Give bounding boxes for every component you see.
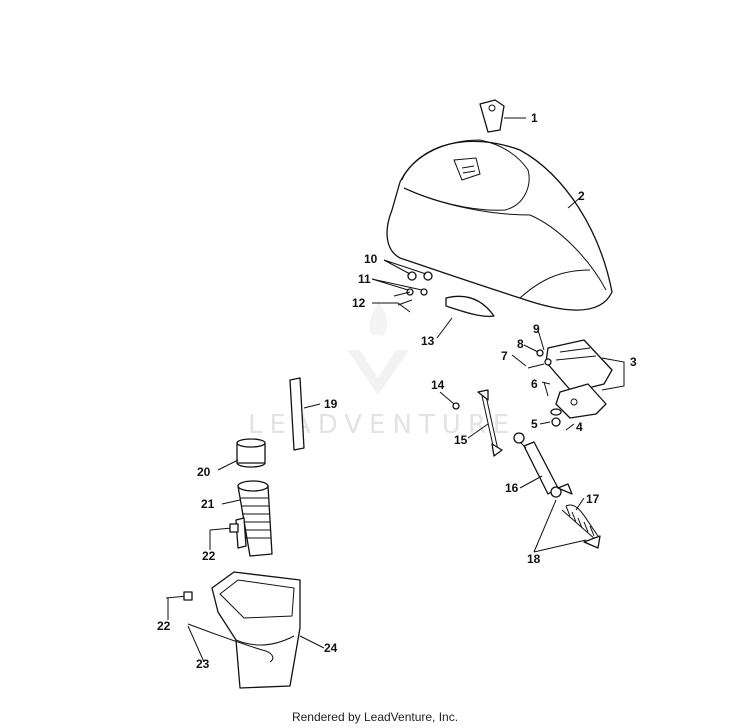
callout-12: 12 (352, 296, 366, 310)
callout-11: 11 (358, 272, 371, 286)
callout-3: 3 (630, 355, 637, 369)
spring-part-17 (561, 504, 599, 541)
hardware-parts (393, 271, 562, 427)
leader-lines (167, 117, 625, 663)
callout-16: 16 (505, 481, 519, 495)
hopper-bin-part-24 (211, 571, 301, 689)
callout-13: 13 (421, 334, 435, 348)
link-rod-part-15 (452, 389, 503, 457)
watermark-text: LEADVENTURE (248, 410, 516, 440)
callout-18: 18 (527, 552, 541, 566)
callout-10: 10 (364, 252, 378, 266)
gasket-plate-part-19 (289, 377, 305, 451)
wire-handle-part-23 (187, 623, 274, 663)
callout-2: 2 (578, 189, 585, 203)
callout-20: 20 (197, 465, 211, 479)
callout-6: 6 (531, 377, 538, 391)
callout-4: 4 (576, 420, 583, 434)
callout-19: 19 (324, 397, 338, 411)
callout-22a: 22 (202, 549, 216, 563)
ignition-key-part-1 (479, 99, 505, 133)
callout-24: 24 (324, 641, 338, 655)
hood-part-2 (386, 139, 613, 311)
footer-credit: Rendered by LeadVenture, Inc. (291, 710, 459, 724)
filter-cap-part-20 (236, 438, 266, 468)
strap-part-13 (445, 295, 495, 318)
callout-9: 9 (533, 322, 540, 336)
callout-17: 17 (586, 492, 600, 506)
callout-14: 14 (431, 378, 445, 392)
callout-22b: 22 (157, 619, 171, 633)
callout-8: 8 (517, 337, 524, 351)
bolt-parts-22 (165, 523, 239, 601)
callout-7: 7 (501, 349, 508, 363)
callout-labels: 1 2 3 4 5 6 7 8 9 10 11 12 13 14 15 16 1… (157, 111, 637, 671)
clip-parts-18 (557, 483, 601, 549)
callout-1: 1 (531, 111, 538, 125)
leadventure-watermark-logo (347, 300, 409, 395)
corrugated-tube-part-21 (235, 480, 273, 557)
callout-23: 23 (196, 657, 210, 671)
callout-5: 5 (531, 417, 538, 431)
callout-15: 15 (454, 433, 468, 447)
bracket-part-3 (545, 339, 613, 419)
callout-21: 21 (201, 497, 215, 511)
